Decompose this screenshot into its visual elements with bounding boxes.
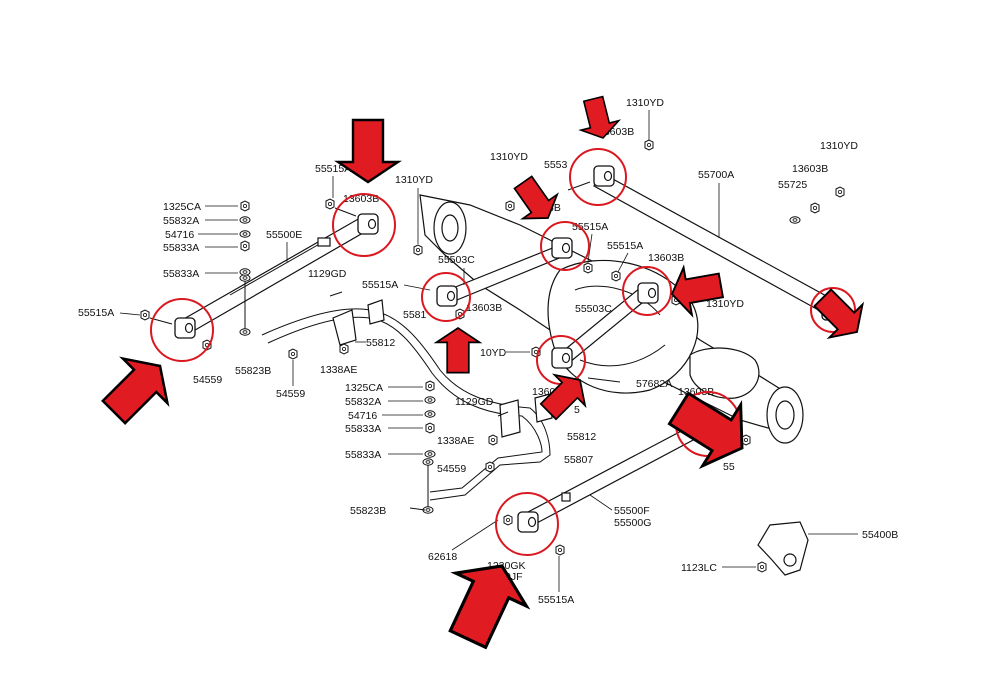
highlight-circle [150,298,214,362]
highlight-circle [569,148,627,206]
label-1310yd: 1310YD [626,97,664,109]
label-55833a: 55833A [163,268,199,280]
label-54716: 54716 [165,229,194,241]
label-13603b: 13603B [792,163,828,175]
label-1325ca: 1325CA [163,201,201,213]
part-labels: 1310YD 13603B 1310YD 5553 55700A 1310YD … [78,97,898,606]
label-57682a: 57682A [636,378,672,390]
highlight-circle [332,193,396,257]
label-55832a: 55832A [345,396,381,408]
highlight-circle [495,492,559,556]
label-1310yd: 1310YD [395,174,433,186]
label-13603b: 13603B [648,252,684,264]
fasteners [140,139,845,573]
label-10yd: 10YD [480,347,507,359]
label-55400b: 55400B [862,529,898,541]
label-1338ae: 1338AE [437,435,474,447]
label-55812: 55812 [567,431,596,443]
label-55503c: 55503C [575,303,612,315]
sway-link-left [239,274,251,336]
label-55823b: 55823B [350,505,386,517]
label-55515a: 55515A [538,594,574,606]
arrow-icon [505,169,567,231]
label-54559: 54559 [276,388,305,400]
label-54716: 54716 [348,410,377,422]
label-55500g: 55500G [614,517,651,529]
highlight-circle [622,266,672,316]
label-55500e: 55500E [266,229,302,241]
label-55725: 55725 [778,179,807,191]
label-1129gd: 1129GD [308,268,347,280]
label-55812: 55812 [366,337,395,349]
label-1310yd: 1310YD [706,298,744,310]
mount-bracket-55400B [757,521,809,576]
label-55833a: 55833A [163,242,199,254]
label-55515a: 55515A [607,240,643,252]
label-55: 55 [723,461,735,473]
label-55832a: 55832A [163,215,199,227]
label-55807: 55807 [564,454,593,466]
label-55515a: 55515A [362,279,398,291]
label-54559: 54559 [193,374,222,386]
label-1310yd: 1310YD [490,151,528,163]
highlight-circle [421,272,471,322]
sway-link-lower [422,458,434,514]
label-55515a: 55515A [572,221,608,233]
label-55823b: 55823B [235,365,271,377]
label-13603b: 13603B [466,302,502,314]
label-55515a: 55515A [78,307,114,319]
highlight-circle [540,221,590,271]
label-1338ae: 1338AE [320,364,357,376]
highlight-circle [810,287,856,333]
label-1129gd: 1129GD [455,396,494,408]
label-5581: 5581 [403,309,427,321]
label-1310yd: 1310YD [820,140,858,152]
bracket-55812-upper [332,299,385,346]
label-55503c: 55503C [438,254,475,266]
label-55700a: 55700A [698,169,734,181]
label-55500f: 55500F [614,505,650,517]
label-55833a: 55833A [345,449,381,461]
label-62618: 62618 [428,551,457,563]
label-5553: 5553 [544,159,568,171]
label-1123lc: 1123LC [681,562,717,574]
label-54559: 54559 [437,463,466,475]
label-55833a: 55833A [345,423,381,435]
rear-axle-housing [419,194,804,444]
label-1325ca: 1325CA [345,382,383,394]
arrow-icon [435,327,481,374]
label-5: 5 [574,404,580,416]
